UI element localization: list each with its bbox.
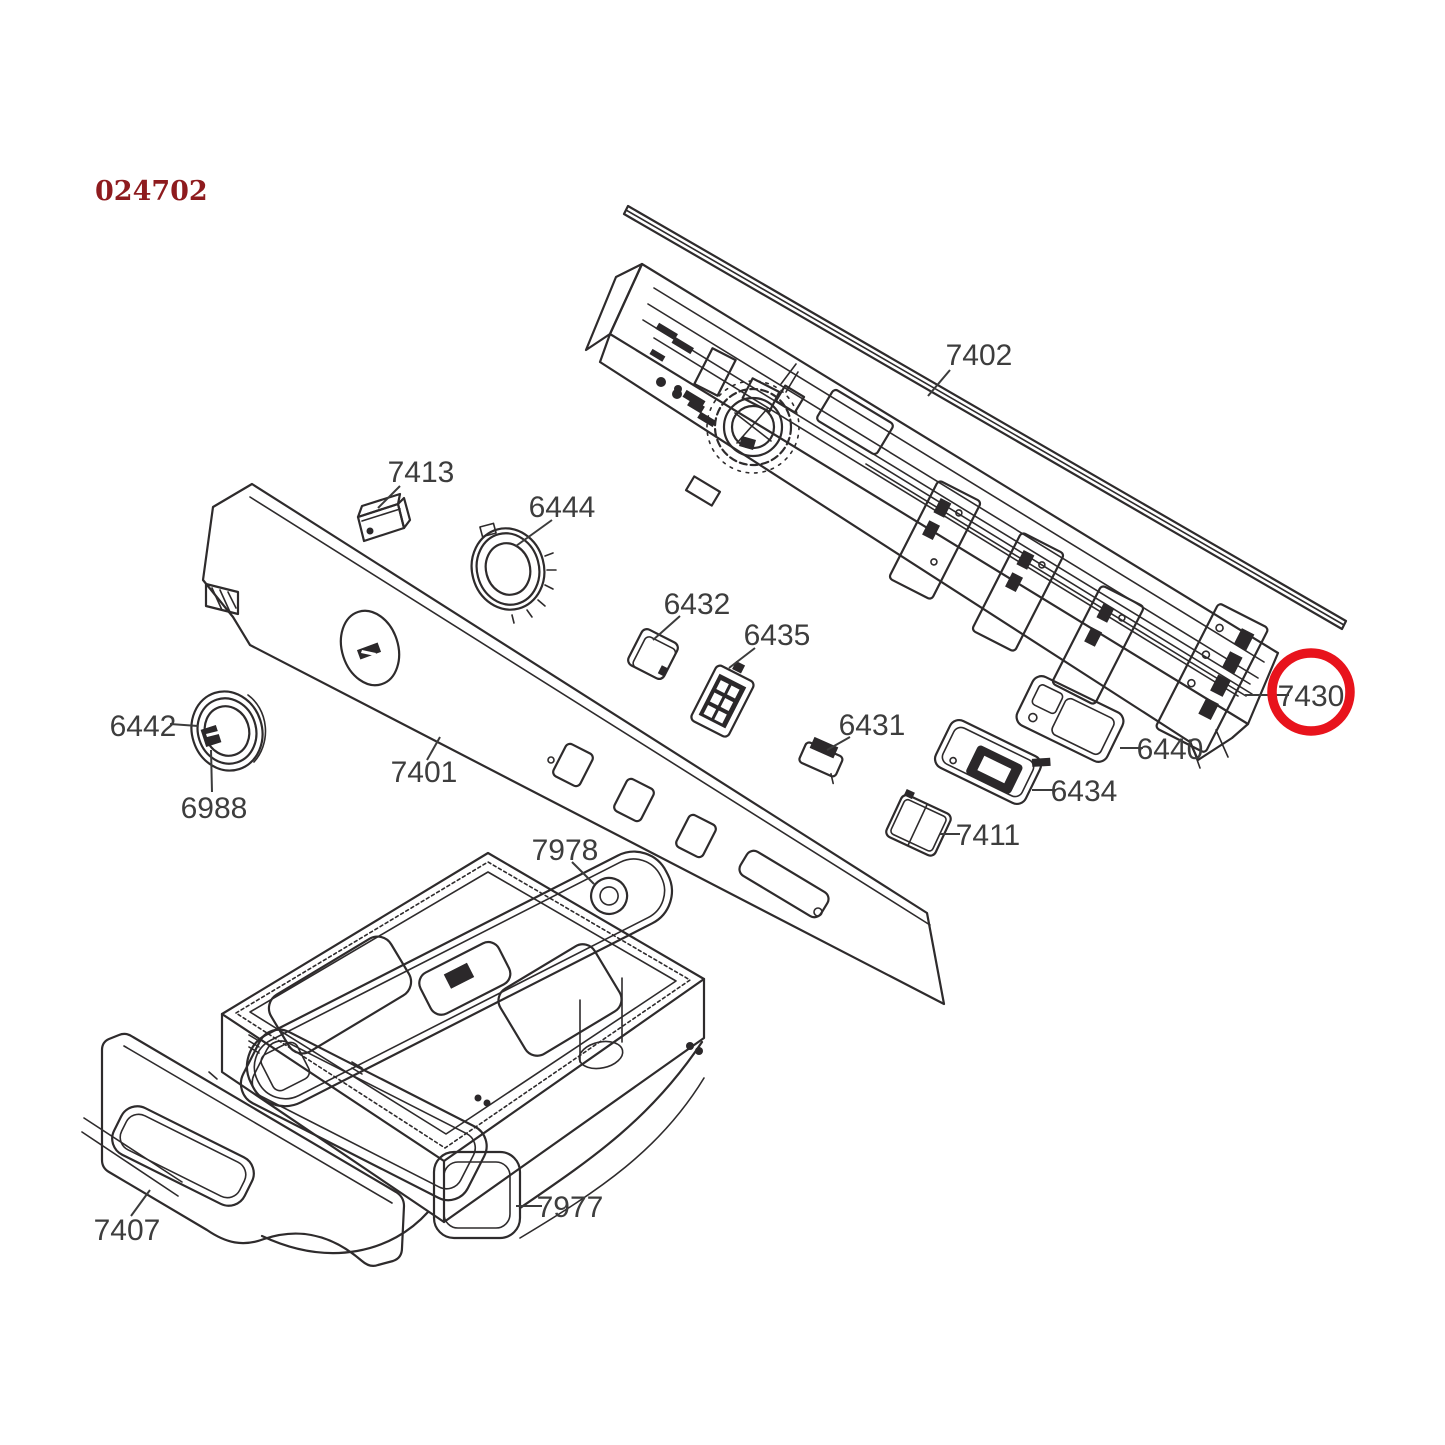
leader-7402: [927, 369, 951, 397]
leader-6435: [728, 647, 756, 669]
part-6444-bezel-ring-drawing: [470, 522, 557, 624]
pcb-subboard-2: [971, 532, 1065, 652]
part-label-6435: 6435: [744, 619, 811, 652]
part-7978-dispenser-housing-drawing: [220, 850, 706, 1224]
part-label-7413: 7413: [388, 456, 455, 489]
document-number: 024702: [95, 176, 208, 207]
pcb-mid-glyphs: [674, 385, 722, 507]
leader-6988: [210, 749, 213, 793]
part-7401-console-panel-drawing: [201, 482, 946, 1006]
part-6431-switch-drawing: [798, 736, 844, 785]
leader-6442: [169, 723, 199, 727]
part-label-6444: 6444: [529, 491, 596, 524]
part-7411-window-drawing: [885, 788, 952, 857]
leader-7413: [377, 485, 401, 509]
part-label-6988: 6988: [181, 792, 248, 825]
part-label-7407: 7407: [94, 1214, 161, 1247]
part-label-6432: 6432: [664, 588, 731, 621]
top-trim-strip-drawing: [622, 204, 1348, 631]
leader-7407: [130, 1189, 151, 1217]
part-label-7977: 7977: [537, 1191, 604, 1224]
leader-lines: [130, 369, 1289, 1217]
part-label-7401: 7401: [391, 756, 458, 789]
pcb-subboard-3: [1051, 585, 1145, 705]
leader-7978: [571, 861, 595, 885]
pcb-subboard-1: [888, 480, 982, 600]
leader-7401: [426, 736, 441, 761]
part-6434-display-drawing: [933, 718, 1051, 806]
part-7407-front-panel-drawing: [100, 1032, 406, 1267]
part-6432-cap-drawing: [627, 628, 679, 680]
part-6442-knob-drawing: [190, 690, 267, 772]
part-label-6431: 6431: [839, 709, 906, 742]
part-label-7430: 7430: [1278, 680, 1345, 713]
part-7402-control-unit-drawing: [584, 262, 1280, 769]
part-label-7978: 7978: [532, 834, 599, 867]
part-6988-clip-drawing: [200, 724, 222, 748]
leader-6431: [826, 736, 851, 751]
leader-6444: [515, 519, 553, 547]
part-label-7402: 7402: [946, 339, 1013, 372]
leader-6432: [652, 615, 681, 641]
part-7413-switch-drawing: [356, 492, 412, 543]
part-6440-gasket-drawing: [1015, 675, 1125, 763]
rotary-dial-drawing: [706, 363, 800, 474]
part-label-6440: 6440: [1137, 733, 1204, 766]
part-label-6442: 6442: [110, 710, 177, 743]
part-6435-connector-drawing: [690, 660, 755, 738]
highlight-circle-7430: [1267, 648, 1355, 736]
part-7430-board-drawing: [1155, 603, 1269, 769]
part-label-7411: 7411: [956, 819, 1021, 852]
part-7977-drawer-drawing: [81, 1028, 705, 1255]
part-label-6434: 6434: [1051, 775, 1118, 808]
